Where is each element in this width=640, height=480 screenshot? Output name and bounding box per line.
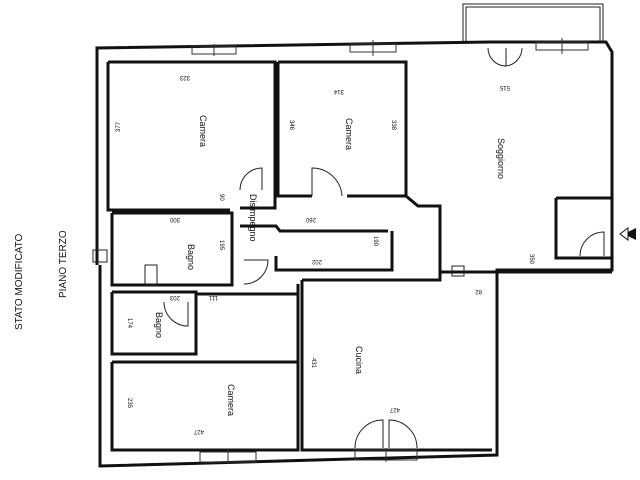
dim-label: 235 [126, 398, 132, 409]
window-top-left [191, 44, 237, 56]
doors [163, 47, 605, 449]
dim-label: 377 [116, 121, 122, 132]
dim-label: 346 [288, 120, 294, 131]
dim-label: 300 [169, 216, 180, 222]
door-bagno-mid [243, 259, 269, 285]
room-bagno-low: Bagno [154, 312, 164, 338]
window-bottom-left [199, 450, 257, 464]
dimension-labels: 323 377 314 346 338 515 90 260 300 190 3… [116, 74, 534, 434]
status-label: STATO MODIFICATO [14, 233, 25, 330]
window-soggiorno [535, 38, 589, 54]
room-cucina: Cucina [354, 346, 364, 374]
balcony [462, 3, 604, 42]
interior-walls [106, 60, 612, 452]
door-bagno-low [163, 301, 189, 327]
dim-label: 515 [499, 84, 510, 90]
door-balcony-right [503, 47, 523, 67]
dim-label: 323 [179, 74, 190, 80]
room-soggiorno: Soggiorno [496, 138, 506, 179]
room-camera-top-left: Camera [198, 115, 208, 147]
north-arrow-icon [619, 227, 636, 241]
window-cucina [354, 448, 418, 462]
windows [191, 38, 589, 464]
dim-label: 190 [372, 236, 378, 247]
dim-label: 260 [305, 216, 316, 222]
dim-label: 203 [169, 294, 180, 300]
dim-label: 314 [333, 88, 344, 94]
dim-label: 174 [126, 318, 132, 329]
floor-label: PIANO TERZO [58, 230, 69, 298]
dim-label: 427 [389, 406, 400, 412]
dim-label: 90 [218, 194, 224, 201]
dim-label: 202 [311, 258, 322, 264]
dim-label: 427 [193, 428, 204, 434]
door-camera-top-left [239, 167, 263, 191]
door-entrance [579, 231, 605, 257]
window-top-mid [349, 40, 397, 56]
dim-label: 82 [475, 288, 482, 294]
outer-walls [92, 40, 614, 468]
door-cucina-right [388, 419, 418, 449]
room-camera-top-mid: Camera [344, 118, 354, 150]
dim-label: 350 [528, 254, 534, 265]
room-bagno-mid: Bagno [186, 244, 196, 270]
door-balcony-left [487, 47, 507, 67]
room-disimpegno: Disimpegno [248, 194, 258, 242]
dim-label: 431 [310, 358, 316, 369]
door-camera-top-mid [311, 167, 343, 197]
dim-label: 195 [218, 240, 224, 251]
room-camera-bottom: Camera [226, 384, 236, 416]
dim-label: 111 [208, 294, 218, 300]
dim-label: 338 [390, 120, 396, 131]
door-cucina-left [354, 419, 384, 449]
